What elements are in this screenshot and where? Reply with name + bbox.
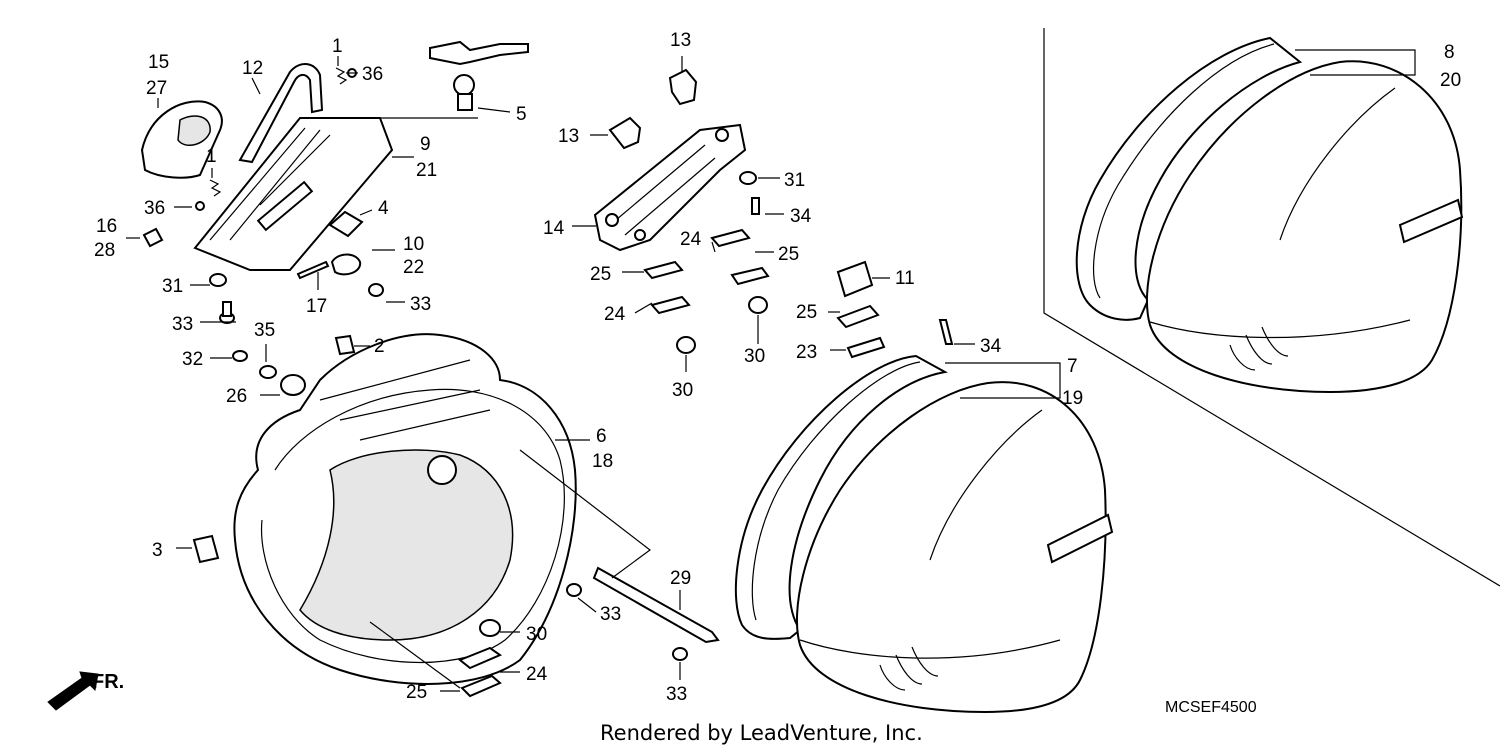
saddlebag-lid-right: [1075, 36, 1464, 394]
callout-36: 36: [144, 198, 165, 219]
saddlebag-case-body: [233, 333, 577, 685]
callout-27: 27: [146, 78, 167, 99]
callout-6: 6: [596, 426, 607, 447]
saddlebag-lid-middle: [734, 354, 1114, 714]
hinge-cap: [140, 100, 223, 179]
callout-22: 22: [403, 257, 424, 278]
callout-4: 4: [378, 198, 389, 219]
callout-34: 34: [980, 336, 1002, 357]
callout-36: 36: [362, 64, 383, 85]
callout-24: 24: [604, 304, 626, 325]
diagram-code-label: MCSEF4500: [1165, 699, 1257, 716]
callout-5: 5: [516, 104, 527, 125]
callout-1: 1: [332, 36, 343, 57]
callout-leader-lines: [126, 49, 1416, 692]
callout-35: 35: [254, 320, 275, 341]
callout-24: 24: [526, 664, 548, 685]
callout-30: 30: [744, 346, 765, 367]
callout-17: 17: [306, 296, 327, 317]
key-cylinder: [429, 40, 529, 111]
callout-12: 12: [242, 58, 263, 79]
front-direction-arrow: FR.: [47, 671, 124, 711]
callout-33: 33: [666, 684, 687, 705]
callout-33: 33: [410, 294, 431, 315]
render-credit-label: Rendered by LeadVenture, Inc.: [600, 721, 923, 745]
callout-8: 8: [1444, 42, 1455, 63]
callout-2: 2: [374, 336, 385, 357]
front-direction-label: FR.: [92, 671, 124, 693]
small-fastener-parts: [142, 67, 954, 698]
handle-carrier: [193, 117, 394, 271]
callout-33: 33: [600, 604, 621, 625]
callout-33: 33: [172, 314, 193, 335]
callout-1: 1: [206, 146, 217, 167]
callout-31: 31: [162, 276, 183, 297]
callout-13: 13: [670, 30, 691, 51]
callout-29: 29: [670, 568, 691, 589]
callout-7: 7: [1067, 356, 1078, 377]
callout-32: 32: [182, 349, 203, 370]
callout-24: 24: [680, 229, 702, 250]
callout-18: 18: [592, 451, 613, 472]
callout-11: 11: [895, 268, 915, 289]
callout-30: 30: [526, 624, 547, 645]
callout-3: 3: [152, 540, 163, 561]
callout-25: 25: [778, 244, 799, 265]
right-lid-panel-frame: [1043, 28, 1500, 587]
callout-labels: 1 1 2 3 4 5 6 7 8 9 10 11 12 13 13 14 15…: [94, 30, 1461, 705]
callout-30: 30: [672, 380, 693, 401]
callout-23: 23: [796, 342, 817, 363]
callout-9: 9: [420, 134, 431, 155]
callout-25: 25: [796, 302, 817, 323]
callout-28: 28: [94, 240, 115, 261]
hinge-plate-assembly: [593, 123, 747, 252]
callout-16: 16: [96, 216, 117, 237]
carry-handle: [238, 63, 324, 164]
callout-14: 14: [543, 218, 565, 239]
callout-15: 15: [148, 52, 169, 73]
callout-20: 20: [1440, 70, 1461, 91]
callout-21: 21: [416, 160, 437, 181]
callout-19: 19: [1062, 388, 1083, 409]
callout-13: 13: [558, 126, 579, 147]
callout-31: 31: [784, 170, 805, 191]
callout-25: 25: [590, 264, 611, 285]
callout-25: 25: [406, 682, 427, 703]
callout-10: 10: [403, 234, 424, 255]
callout-34: 34: [790, 206, 812, 227]
hinge-upper: [608, 68, 698, 150]
callout-26: 26: [226, 386, 247, 407]
